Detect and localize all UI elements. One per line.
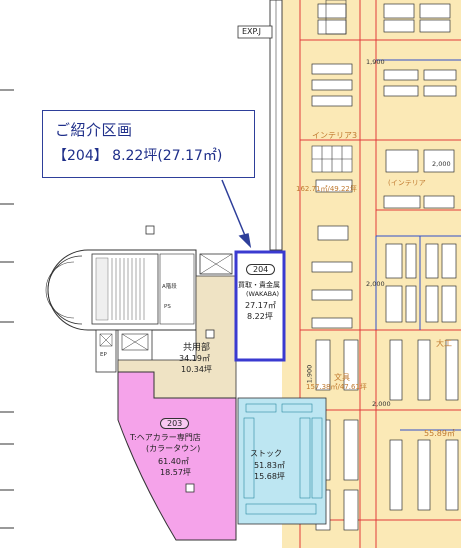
- stock-name: ストック: [250, 449, 282, 458]
- callout-detail: 【204】 8.22坪(27.17㎡): [53, 148, 223, 164]
- ep-label: EP: [100, 352, 107, 358]
- dimension-5: 1,900: [305, 364, 314, 384]
- zone-lines: [299, 0, 461, 548]
- unit-204-sub: (WAKABA): [246, 290, 280, 298]
- common-area-name: 共用部: [183, 343, 211, 353]
- dimension-4: 2,000: [372, 400, 391, 408]
- unit-203-sub: (カラータウン): [146, 444, 201, 453]
- stock-area-m2: 51.83㎡: [254, 461, 285, 470]
- dimension-2: 2,000: [366, 280, 385, 288]
- upper-right-label: (インテリア: [388, 179, 426, 187]
- ps-label: PS: [164, 304, 171, 310]
- unit-203-shape: [117, 371, 237, 541]
- dimension-3: 2,000: [432, 160, 451, 168]
- unit-204-area-m2: 27.17㎡: [245, 301, 276, 310]
- unit-203-name: T:ヘアカラー専門店: [130, 433, 201, 442]
- common-area-m2: 34.19㎡: [179, 354, 210, 363]
- stair-core: [45, 249, 233, 373]
- stationery-label: 文具: [334, 373, 350, 382]
- unit-203-area-m2: 61.40㎡: [158, 457, 189, 466]
- right-store-label: 大工: [436, 339, 452, 348]
- unit-204-id: 204: [246, 264, 276, 275]
- interior-label: インテリア3: [312, 131, 358, 140]
- common-area-tsubo: 10.34坪: [181, 365, 212, 374]
- interior-area: 162.71㎡/49.22坪: [296, 185, 357, 193]
- right-store-area: 55.89㎡: [424, 429, 455, 438]
- stock-area-tsubo: 15.68坪: [254, 472, 285, 481]
- unit-204-area-tsubo: 8.22坪: [247, 312, 273, 321]
- stock-area-shape: [237, 397, 327, 525]
- dimension-1: 1,900: [366, 58, 385, 66]
- callout-pointer: [221, 179, 252, 249]
- unit-204-name: 買取・貴金属: [238, 281, 280, 289]
- fixtures: [311, 3, 459, 531]
- expj-label: EXP.J: [242, 27, 262, 36]
- callout-title: ご紹介区画: [55, 121, 133, 139]
- stair-a-label: A階段: [162, 284, 177, 290]
- callout-box: ご紹介区画 【204】 8.22坪(27.17㎡): [42, 110, 255, 178]
- unit-203-id: 203: [160, 418, 190, 429]
- stationery-area: 157.38㎡/47.61坪: [306, 383, 367, 391]
- unit-203-area-tsubo: 18.57坪: [160, 468, 191, 477]
